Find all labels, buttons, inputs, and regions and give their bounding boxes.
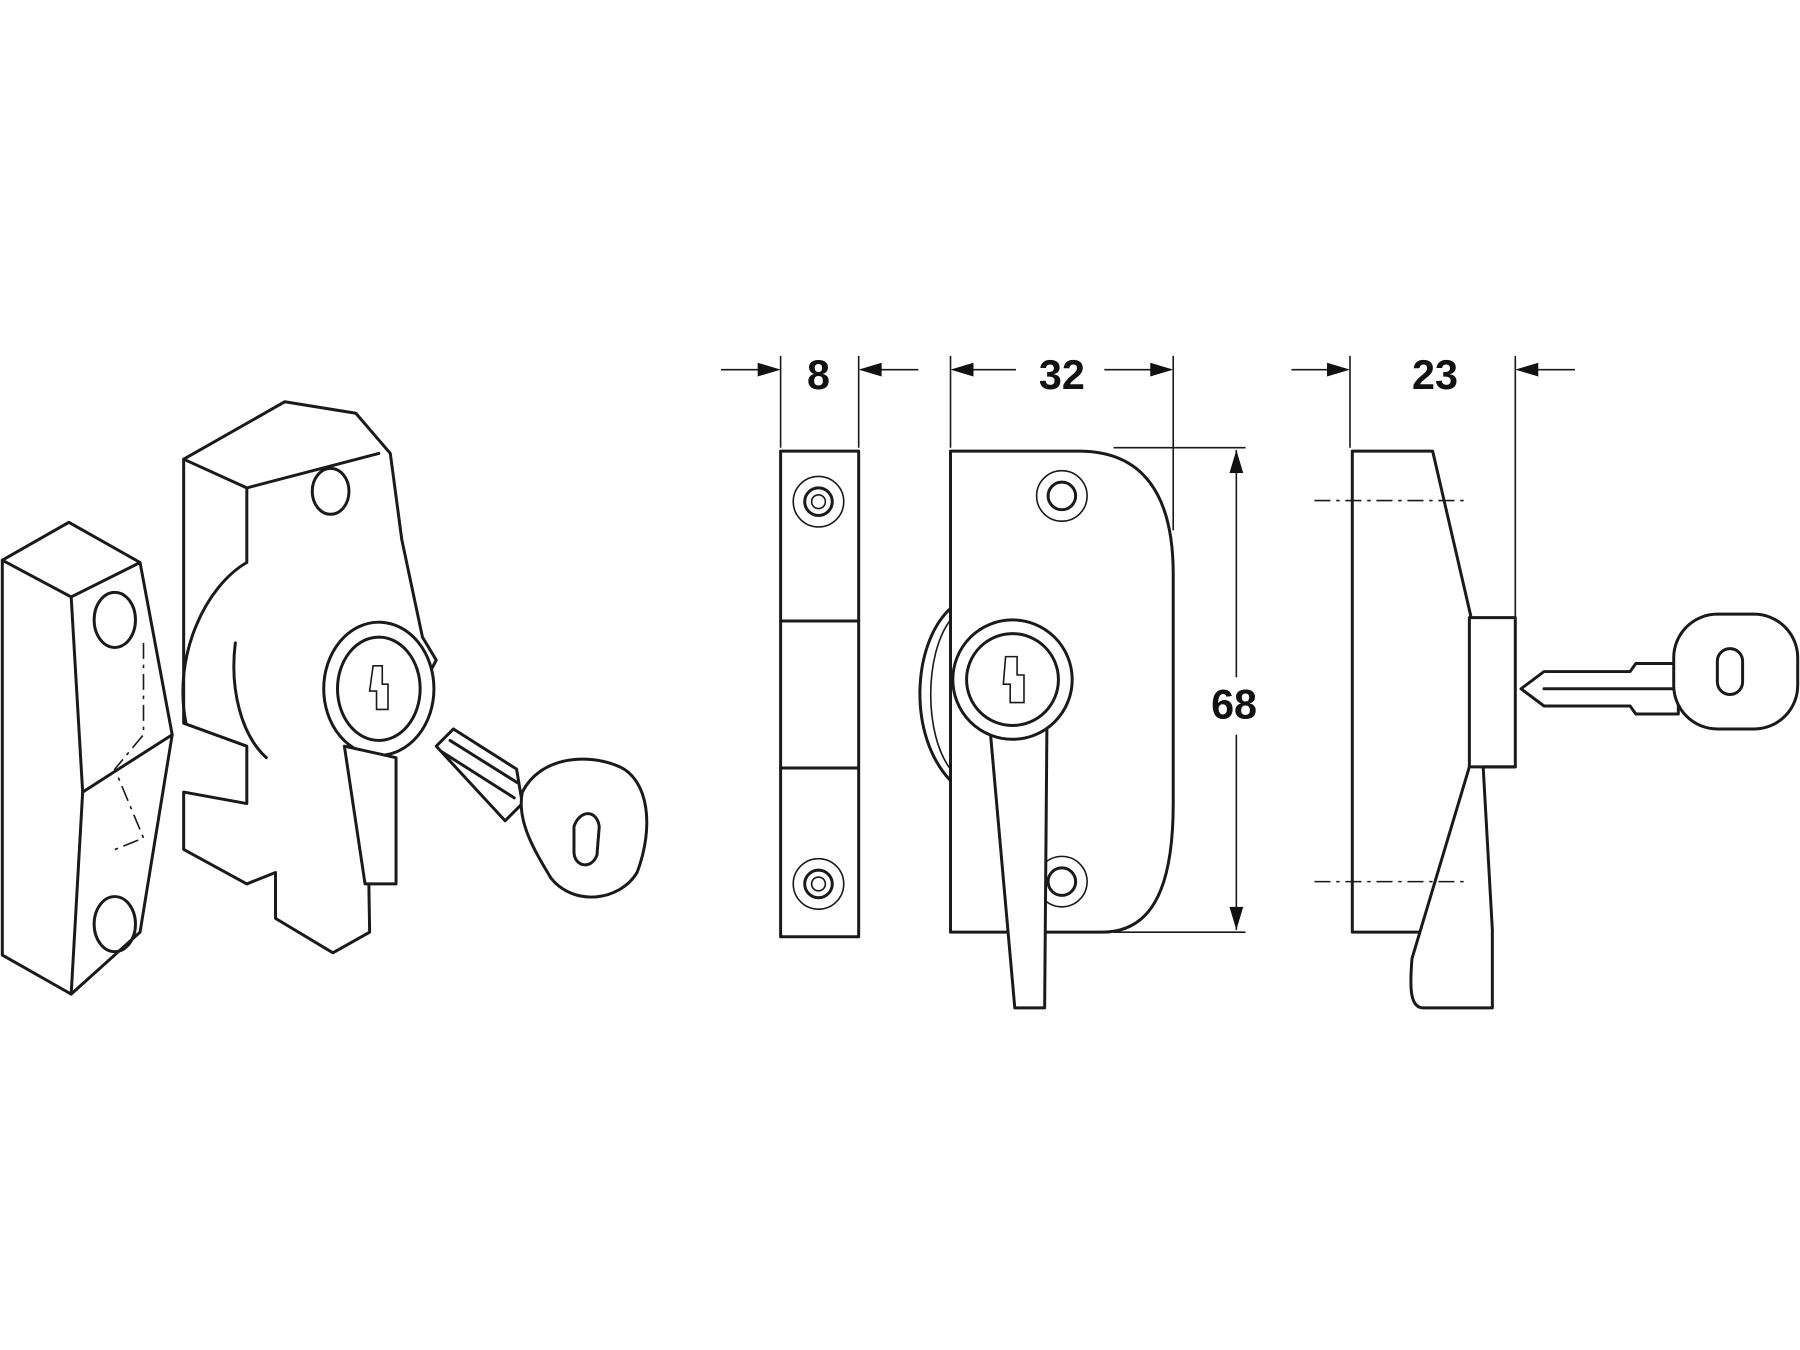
iso-strike-plate: [0, 520, 174, 996]
dimension-8: 8: [720, 352, 919, 448]
dim-label-depth-23: 23: [1412, 352, 1458, 398]
dim-label-width-32: 32: [1039, 352, 1085, 398]
front-latch: [918, 449, 1175, 1010]
side-view: [1314, 449, 1800, 1010]
dim-label-height-68: 68: [1211, 682, 1257, 728]
front-strike-plate: [779, 449, 861, 939]
dimension-23: 23: [1291, 352, 1576, 618]
dimension-68: 68: [1113, 446, 1257, 933]
side-key: [1519, 612, 1800, 731]
isometric-view: [0, 400, 649, 996]
iso-key: [434, 727, 649, 899]
dim-label-width-8: 8: [807, 352, 830, 398]
dimension-32: 32: [949, 352, 1175, 531]
iso-latch-body: [181, 400, 438, 955]
